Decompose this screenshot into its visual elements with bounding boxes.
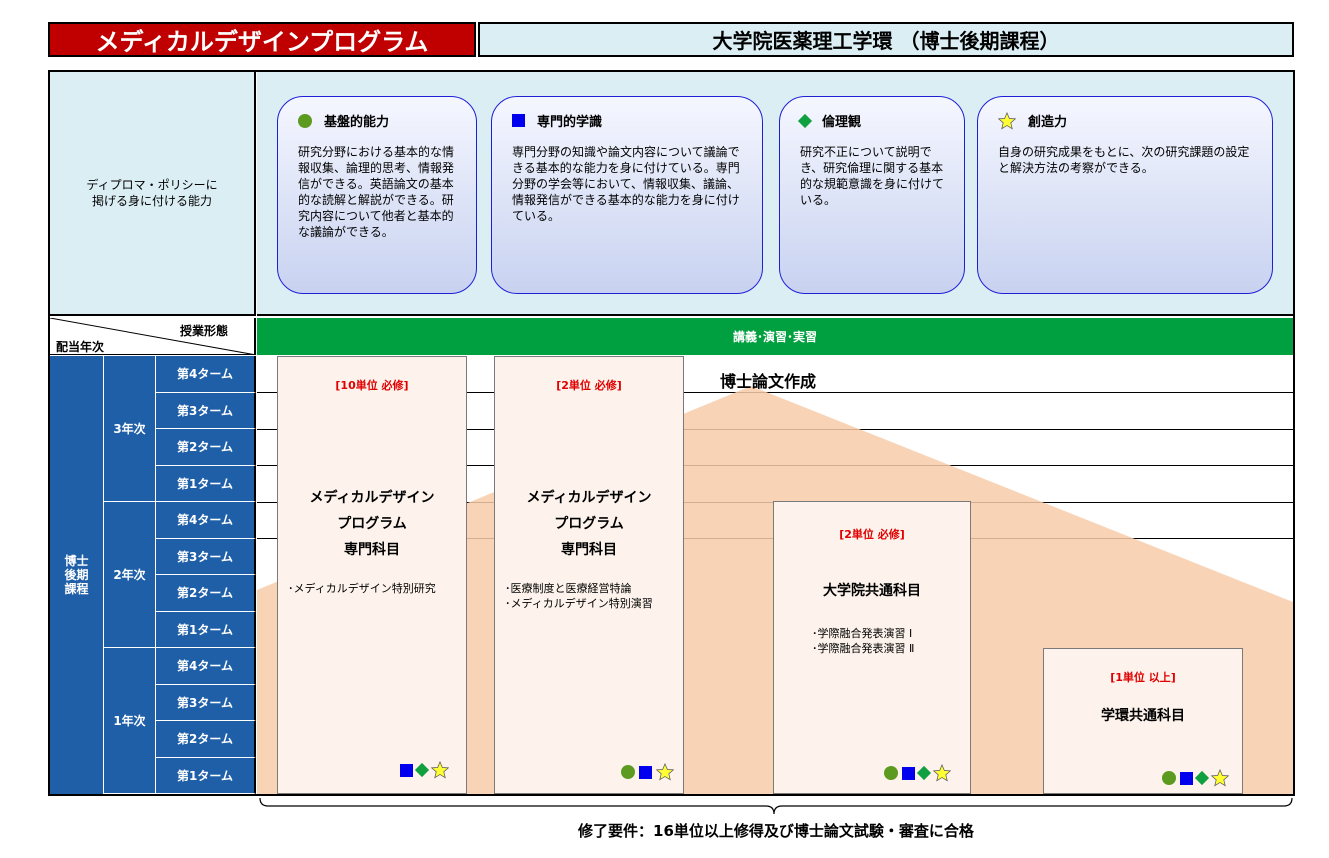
card-title: 専門的学識 xyxy=(537,115,603,130)
card-sozoryoku: 創造力 自身の研究成果をもとに、次の研究課題の設定と解決方法の考察ができる。 xyxy=(977,96,1273,294)
box-title-line2: プログラム xyxy=(337,516,407,532)
credit-requirement: [10単位 必修] xyxy=(335,379,409,392)
star-icon xyxy=(431,761,449,779)
square-icon xyxy=(639,765,652,779)
box-title-line3: 専門科目 xyxy=(344,542,400,558)
card-text: 研究分野における基本的な情報収集、論理的思考、情報発信ができる。英語論文の基本的… xyxy=(298,145,455,239)
star-icon xyxy=(656,763,674,781)
diamond-icon xyxy=(797,113,813,128)
course-box-specialized-2: [2単位 必修] メディカルデザイン プログラム 専門科目 ･医療制度と医療経営… xyxy=(494,356,684,794)
course-item: ･メディカルデザイン特別研究 xyxy=(288,582,436,595)
diagonal-line xyxy=(50,318,256,355)
course-item: ･医療制度と医療経営特論 xyxy=(505,582,632,595)
box-title-line1: メディカルデザイン xyxy=(526,490,652,506)
card-text: 専門分野の知識や論文内容について議論できる基本的な能力を身に付けている。専門分野… xyxy=(512,145,740,223)
thesis-label: 博士論文作成 xyxy=(720,372,817,391)
term-cell: 第3ターム xyxy=(156,684,256,721)
main-frame xyxy=(48,70,1295,796)
year-cell-1: 1年次 xyxy=(104,648,156,794)
term-cell: 第4ターム xyxy=(156,502,256,539)
circle-icon xyxy=(621,765,635,779)
card-senmonteki: 専門的学識 専門分野の知識や論文内容について議論できる基本的な能力を身に付けてい… xyxy=(491,96,763,294)
grid-line xyxy=(257,392,1293,393)
term-cell: 第3ターム xyxy=(156,538,256,575)
diploma-policy-label: ディプロマ・ポリシーに 掲げる身に付ける能力 xyxy=(50,72,256,316)
square-icon xyxy=(902,766,915,780)
diamond-icon xyxy=(916,765,932,781)
term-cell: 第2ターム xyxy=(156,429,256,466)
course-item: ･メディカルデザイン特別演習 xyxy=(505,597,653,610)
term-cell: 第2ターム xyxy=(156,575,256,612)
term-cell: 第1ターム xyxy=(156,611,256,648)
box-title-line1: 大学院共通科目 xyxy=(823,583,921,599)
program-title: メディカルデザインプログラム xyxy=(48,22,476,57)
square-icon xyxy=(1180,771,1193,785)
course-title: 大学院医薬理工学環 （博士後期課程） xyxy=(478,22,1294,57)
card-text: 自身の研究成果をもとに、次の研究課題の設定と解決方法の考察ができる。 xyxy=(998,145,1250,175)
dp-label-line2: 掲げる身に付ける能力 xyxy=(91,194,212,208)
card-title: 倫理観 xyxy=(822,115,862,130)
circle-icon xyxy=(884,766,898,780)
course-box-specialized-1: [10単位 必修] メディカルデザイン プログラム 専門科目 ･メディカルデザイ… xyxy=(277,356,467,794)
term-cell: 第1ターム xyxy=(156,465,256,502)
completion-requirement: 修了要件：16単位以上修得及び博士論文試験・審査に合格 xyxy=(578,822,974,840)
card-rinrikan: 倫理観 研究不正について説明でき、研究倫理に関する基本的な規範意識を身に付けてい… xyxy=(779,96,965,294)
box-title-line2: プログラム xyxy=(554,516,624,532)
square-icon xyxy=(512,114,525,127)
jugyo-keitai-label: 授業形態 xyxy=(180,324,229,338)
course-item: ･学際融合発表演習 Ⅰ xyxy=(812,627,913,640)
course-box-gakkan-common: [1単位 以上] 学環共通科目 xyxy=(1043,648,1243,794)
year-cell-2: 2年次 xyxy=(104,502,156,648)
year-cell-3: 3年次 xyxy=(104,356,156,502)
format-bar: 講義･演習･実習 xyxy=(257,318,1293,355)
doctoral-course-label: 博士 後期 課程 xyxy=(64,554,89,596)
credit-requirement: [2単位 必修] xyxy=(839,528,905,541)
square-icon xyxy=(400,763,413,777)
term-cell: 第3ターム xyxy=(156,392,256,429)
circle-icon xyxy=(298,113,312,128)
term-cell: 第2ターム xyxy=(156,721,256,758)
card-text: 研究不正について説明でき、研究倫理に関する基本的な規範意識を身に付けている。 xyxy=(800,145,945,207)
card-kibanteki: 基盤的能力 研究分野における基本的な情報収集、論理的思考、情報発信ができる。英語… xyxy=(277,96,477,294)
curriculum-grid: [10単位 必修] メディカルデザイン プログラム 専門科目 ･メディカルデザイ… xyxy=(257,356,1293,794)
card-title: 基盤的能力 xyxy=(324,115,390,130)
term-cell: 第4ターム xyxy=(156,356,256,393)
box-title-line3: 専門科目 xyxy=(561,542,617,558)
dp-label-line1: ディプロマ・ポリシーに xyxy=(86,178,218,192)
star-icon xyxy=(1211,769,1229,787)
card-title: 創造力 xyxy=(1028,115,1068,130)
doctoral-course-cell: 博士 後期 課程 xyxy=(50,356,104,794)
course-item: ･学際融合発表演習 Ⅱ xyxy=(812,642,915,655)
diploma-policy-area: 基盤的能力 研究分野における基本的な情報収集、論理的思考、情報発信ができる。英語… xyxy=(257,72,1293,316)
credit-requirement: [2単位 必修] xyxy=(556,379,622,392)
course-box-graduate-common: [2単位 必修] 大学院共通科目 ･学際融合発表演習 Ⅰ ･学際融合発表演習 Ⅱ xyxy=(773,501,971,794)
term-cell: 第4ターム xyxy=(156,648,256,685)
credit-requirement: [1単位 以上] xyxy=(1110,671,1176,684)
box-title-line1: メディカルデザイン xyxy=(309,490,435,506)
bracket-line xyxy=(259,797,1293,815)
diamond-icon xyxy=(414,762,430,778)
diamond-icon xyxy=(1194,770,1210,786)
haito-nenji-label: 配当年次 xyxy=(56,340,105,354)
star-icon xyxy=(998,111,1016,130)
axis-header-cell xyxy=(50,318,256,355)
box-title-line1: 学環共通科目 xyxy=(1101,708,1185,724)
star-icon xyxy=(933,764,951,782)
circle-icon xyxy=(1162,771,1176,785)
term-cell: 第1ターム xyxy=(156,757,256,794)
